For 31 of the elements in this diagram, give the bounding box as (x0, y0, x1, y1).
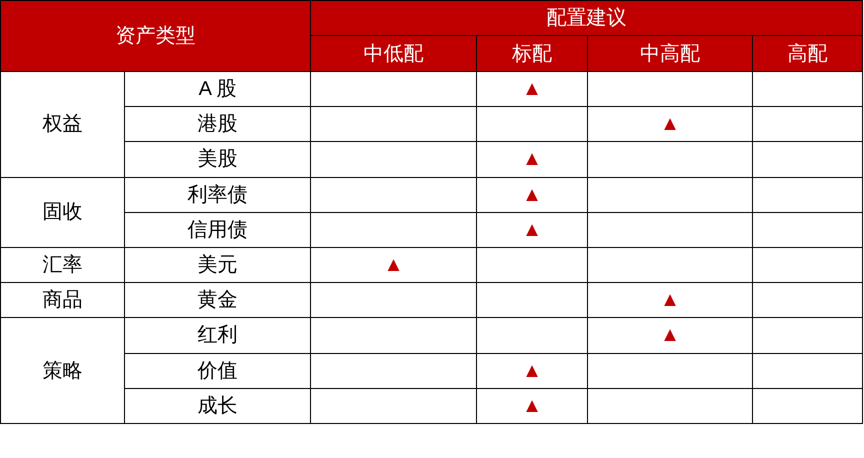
header-text: 中高配 (640, 44, 700, 64)
triangle-mark: ▲ (522, 79, 542, 100)
cell-text: 利率债 (188, 184, 248, 205)
cell-text: 固收 (42, 202, 82, 222)
triangle-mark: ▲ (384, 255, 404, 276)
header-text: 资产类型 (116, 26, 196, 46)
cell-text: 黄金 (198, 290, 238, 310)
cell-text: 美股 (198, 149, 238, 170)
triangle-mark: ▲ (522, 396, 542, 416)
triangle-mark: ▲ (660, 325, 680, 346)
triangle-mark: ▲ (522, 360, 542, 381)
cell-text: A 股 (198, 79, 236, 100)
cell-text: 美元 (198, 255, 238, 276)
header-text: 标配 (512, 44, 552, 64)
triangle-mark: ▲ (522, 149, 542, 170)
triangle-mark: ▲ (522, 220, 542, 240)
cell-text: 港股 (198, 114, 238, 134)
cell-text: 汇率 (42, 255, 82, 276)
cell-text: 策略 (42, 360, 82, 381)
cell-text: 价值 (198, 360, 238, 381)
cell-text: 商品 (42, 290, 82, 310)
header-text: 配置建议 (546, 8, 626, 28)
cell-text: 信用债 (188, 220, 248, 240)
cell-text: 权益 (42, 114, 82, 134)
cell-text: 红利 (198, 325, 238, 346)
header-text: 高配 (788, 44, 828, 64)
header-text: 中低配 (364, 44, 424, 64)
triangle-mark: ▲ (660, 290, 680, 310)
triangle-mark: ▲ (522, 184, 542, 205)
cell-text: 成长 (198, 396, 238, 416)
triangle-mark: ▲ (660, 114, 680, 134)
